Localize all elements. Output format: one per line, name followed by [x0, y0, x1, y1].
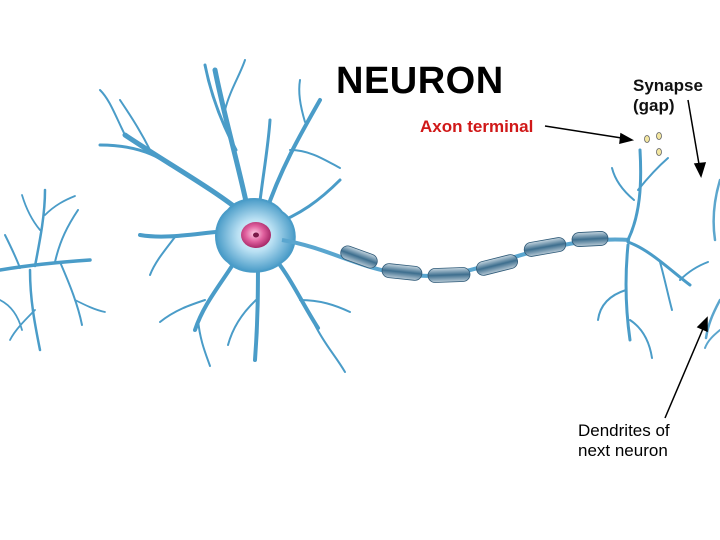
synapse-label-line1: Synapse [633, 76, 703, 95]
synapse-label: Synapse (gap) [633, 76, 703, 115]
synapse-label-line2: (gap) [633, 95, 675, 115]
nucleus [241, 222, 271, 248]
dendrites-label-line2: next neuron [578, 440, 668, 460]
previous-neuron-dendrites [0, 188, 106, 352]
axon-terminal-arrow [544, 125, 629, 140]
synapse-vesicles [644, 132, 662, 156]
next-neuron-dendrites [704, 178, 720, 349]
dendrites-arrow [664, 323, 706, 419]
dendrites-label-line1: Dendrites of [578, 421, 670, 440]
axon-terminal-label: Axon terminal [420, 117, 534, 136]
myelin-sheath [340, 231, 609, 283]
diagram-title: NEURON [336, 60, 504, 102]
synapse-arrow [687, 99, 701, 171]
axon-terminal [597, 148, 709, 359]
dendrites-label: Dendrites of next neuron [578, 421, 670, 460]
annotation-arrows [544, 99, 708, 419]
